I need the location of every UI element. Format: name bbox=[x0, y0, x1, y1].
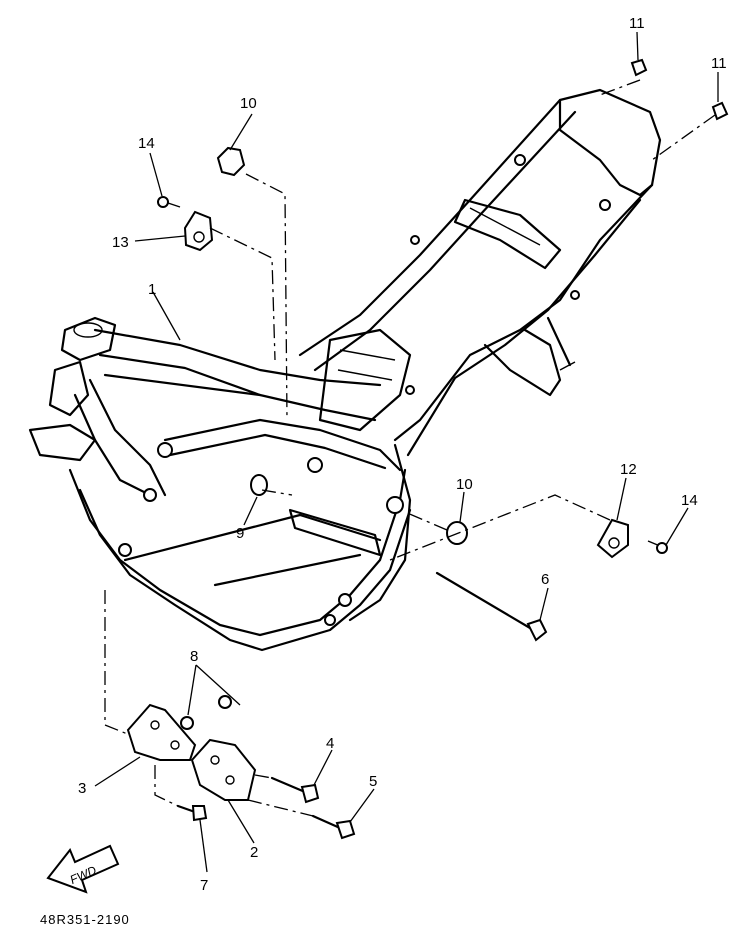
collar-9 bbox=[250, 474, 268, 496]
cap-11b bbox=[711, 101, 729, 121]
engine-bracket-3 bbox=[126, 703, 197, 761]
callout-11-right: 11 bbox=[711, 55, 727, 72]
callout-4: 4 bbox=[326, 735, 334, 752]
callout-labels: 1 2 3 4 5 6 7 8 9 10 10 11 11 12 13 14 1… bbox=[78, 15, 727, 894]
callout-2: 2 bbox=[250, 844, 258, 861]
bolt-4 bbox=[270, 776, 320, 804]
engine-bracket-2 bbox=[190, 738, 257, 801]
bolt-upper bbox=[157, 196, 181, 208]
drawing-code: 48R351-2190 bbox=[40, 912, 130, 927]
callout-3: 3 bbox=[78, 780, 86, 797]
callout-5: 5 bbox=[369, 773, 377, 790]
assembly-lines bbox=[104, 79, 716, 817]
cap-11a bbox=[630, 58, 648, 77]
callout-6: 6 bbox=[541, 571, 549, 588]
callout-10-lower: 10 bbox=[456, 476, 473, 493]
callout-10-upper: 10 bbox=[240, 95, 257, 112]
bracket-upper bbox=[183, 210, 214, 252]
bracket-right bbox=[596, 518, 629, 559]
leader-lines bbox=[94, 31, 719, 873]
long-bolt bbox=[435, 571, 548, 642]
callout-12: 12 bbox=[620, 461, 637, 478]
bolt-7 bbox=[176, 804, 208, 822]
bolt-5 bbox=[311, 814, 356, 840]
callout-14-right: 14 bbox=[681, 492, 698, 509]
callout-13: 13 bbox=[112, 234, 129, 251]
main-frame bbox=[28, 88, 662, 652]
callout-8: 8 bbox=[190, 648, 198, 665]
callout-9: 9 bbox=[236, 525, 244, 542]
callout-1: 1 bbox=[148, 281, 156, 298]
forward-arrow-icon: FWD bbox=[46, 844, 120, 894]
callout-11-left: 11 bbox=[629, 15, 645, 32]
collar-upper bbox=[216, 146, 246, 177]
callout-7: 7 bbox=[200, 877, 208, 894]
nuts-8 bbox=[180, 695, 232, 730]
callout-14-upper: 14 bbox=[138, 135, 155, 152]
bolt-right bbox=[647, 540, 668, 554]
